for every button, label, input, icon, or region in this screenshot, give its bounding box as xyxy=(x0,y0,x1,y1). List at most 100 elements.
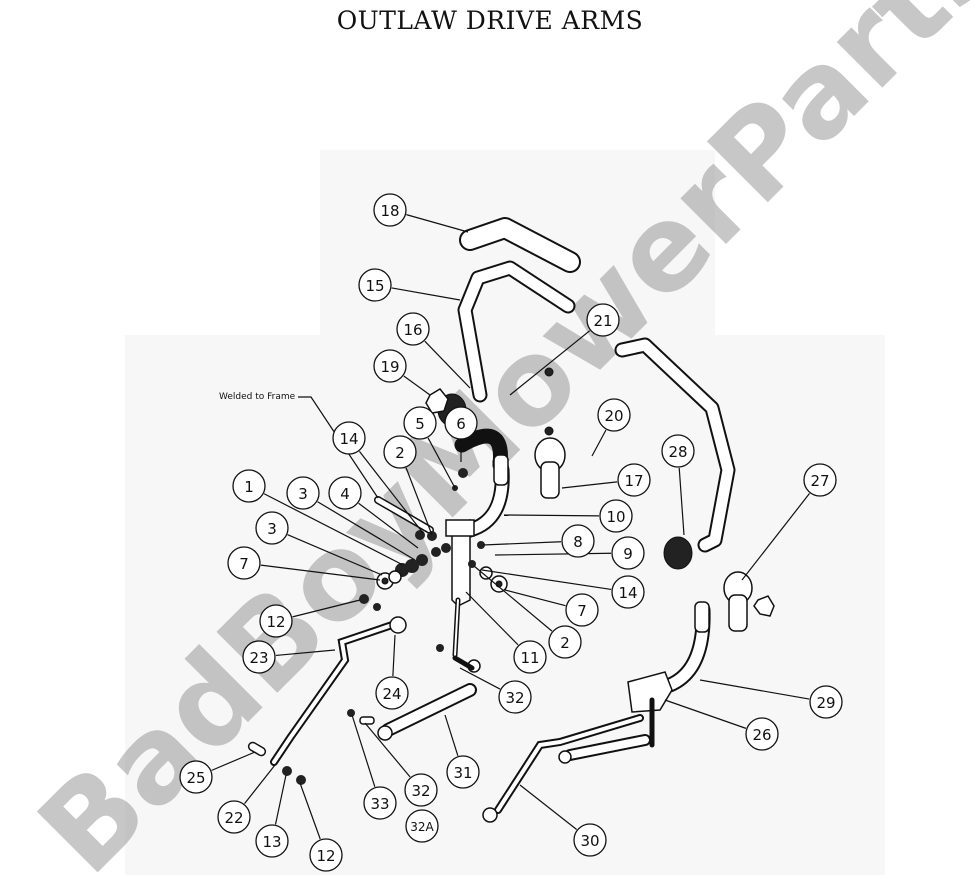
callout-label: 20 xyxy=(604,407,623,425)
callout-circle xyxy=(573,823,607,857)
callout-circle xyxy=(375,676,409,710)
callout-circle xyxy=(227,546,261,580)
callout-label: 16 xyxy=(403,321,422,339)
callout-label: 12 xyxy=(316,847,335,865)
callout-label: 1 xyxy=(244,478,254,496)
leader-line xyxy=(664,699,747,729)
callout-24: 24 xyxy=(375,676,409,710)
callout-circle xyxy=(513,640,547,674)
callout-label: 29 xyxy=(816,694,835,712)
callout-label: 7 xyxy=(577,602,587,620)
callout-3: 3 xyxy=(286,476,320,510)
callout-circle xyxy=(611,575,645,609)
callout-label: 32 xyxy=(411,782,430,800)
callout-circle xyxy=(396,312,430,346)
callout-7: 7 xyxy=(227,546,261,580)
callout-circle xyxy=(803,463,837,497)
callout-label: 14 xyxy=(618,584,637,602)
callout-32: 32 xyxy=(404,773,438,807)
leader-line xyxy=(391,287,461,301)
leader-line xyxy=(424,340,471,389)
callout-14: 14 xyxy=(611,575,645,609)
callout-label: 4 xyxy=(340,485,350,503)
callout-label: 26 xyxy=(752,726,771,744)
callout-label: 32 xyxy=(505,689,524,707)
leader-line xyxy=(427,437,456,489)
leader-line xyxy=(406,214,469,233)
callout-label: 13 xyxy=(262,833,281,851)
callout-19: 19 xyxy=(373,349,407,383)
callout-5: 5 xyxy=(403,406,437,440)
callout-13: 13 xyxy=(255,824,289,858)
callout-label: 5 xyxy=(415,415,425,433)
callout-circle xyxy=(404,773,438,807)
welded-to-frame-note: Welded to Frame xyxy=(219,392,296,402)
callout-label: 27 xyxy=(810,472,829,490)
callout-23: 23 xyxy=(242,640,276,674)
leader-line xyxy=(591,429,607,457)
callout-circle xyxy=(383,435,417,469)
callout-10: 10 xyxy=(599,499,633,533)
callout-label: 30 xyxy=(580,832,599,850)
callout-21: 21 xyxy=(586,303,620,337)
callout-circle xyxy=(358,268,392,302)
leader-line xyxy=(244,764,276,805)
leader-line xyxy=(741,493,811,581)
callout-label: 3 xyxy=(267,520,277,538)
callout-label: 22 xyxy=(224,809,243,827)
callout-circle xyxy=(373,349,407,383)
callout-circle xyxy=(232,469,266,503)
callout-32a: 32A xyxy=(405,809,439,843)
callout-circle xyxy=(179,760,213,794)
leader-line xyxy=(561,481,618,489)
callout-label: 17 xyxy=(624,472,643,490)
leader-line xyxy=(444,714,459,756)
callout-label: 6 xyxy=(456,415,466,433)
callout-circle xyxy=(617,463,651,497)
callout-label: 32A xyxy=(410,820,434,834)
callout-label: 2 xyxy=(560,634,570,652)
callout-1: 1 xyxy=(232,469,266,503)
leader-line xyxy=(275,649,336,657)
leader-line xyxy=(211,751,256,771)
callout-17: 17 xyxy=(617,463,651,497)
leader-line xyxy=(459,667,501,690)
callout-4: 4 xyxy=(328,476,362,510)
callout-label: 24 xyxy=(382,685,401,703)
callout-circle xyxy=(363,786,397,820)
callout-circle xyxy=(548,625,582,659)
callout-16: 16 xyxy=(396,312,430,346)
callout-32: 32 xyxy=(498,680,532,714)
leader-line xyxy=(260,564,381,581)
callout-9: 9 xyxy=(611,536,645,570)
callout-18: 18 xyxy=(373,193,407,227)
leader-line xyxy=(263,493,404,566)
callout-circle xyxy=(586,303,620,337)
callout-label: 14 xyxy=(339,430,358,448)
callout-circle xyxy=(242,640,276,674)
callout-28: 28 xyxy=(661,434,695,468)
callout-label: 31 xyxy=(453,764,472,782)
callout-label: 8 xyxy=(573,533,583,551)
callout-label: 10 xyxy=(606,508,625,526)
callout-circle xyxy=(561,524,595,558)
callout-label: 9 xyxy=(623,545,633,563)
callout-circle xyxy=(444,406,478,440)
callout-31: 31 xyxy=(446,755,480,789)
callout-label: 21 xyxy=(593,312,612,330)
drawing-background xyxy=(320,150,715,350)
leader-line xyxy=(482,541,562,546)
callout-2: 2 xyxy=(548,625,582,659)
callout-label: 12 xyxy=(266,613,285,631)
callout-label: 28 xyxy=(668,443,687,461)
leader-line xyxy=(481,569,612,591)
callout-circle xyxy=(217,800,251,834)
leader-line xyxy=(358,502,419,549)
callout-circle xyxy=(259,604,293,638)
callout-11: 11 xyxy=(513,640,547,674)
leader-lines xyxy=(211,214,811,840)
callout-circle xyxy=(255,511,289,545)
leader-line xyxy=(405,467,433,536)
